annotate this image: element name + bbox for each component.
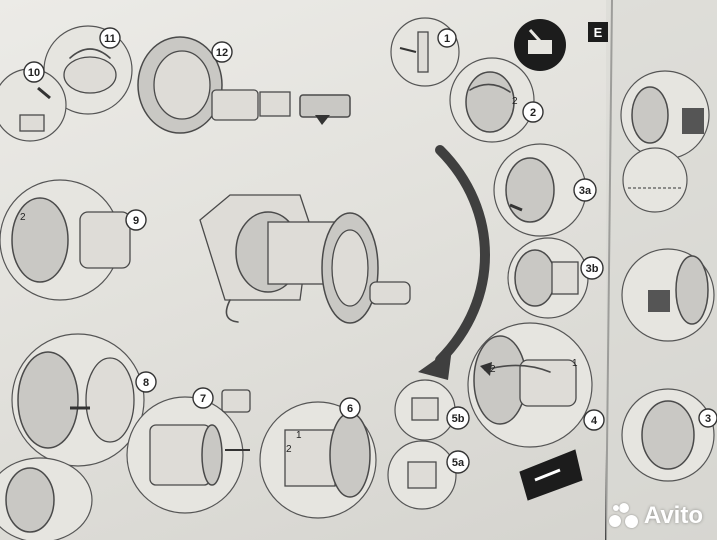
step-1-illustration xyxy=(390,17,460,87)
step-3a-illustration xyxy=(493,143,587,237)
svg-text:E: E xyxy=(594,25,603,40)
step-8-badge: 8 xyxy=(135,371,157,393)
step-2-illustration: 2 xyxy=(449,57,535,143)
svg-text:4: 4 xyxy=(591,415,598,427)
tool-icon xyxy=(514,19,566,71)
step-5a-illustration xyxy=(387,440,457,510)
svg-text:1: 1 xyxy=(444,33,450,45)
svg-text:10: 10 xyxy=(28,67,40,79)
juicer-center xyxy=(199,194,411,324)
svg-text:8: 8 xyxy=(143,377,149,389)
step-3a-badge: 3a xyxy=(573,178,597,202)
svg-text:2: 2 xyxy=(286,444,292,455)
svg-text:1: 1 xyxy=(296,430,302,441)
step-1-badge: 1 xyxy=(437,28,457,48)
step-9-illustration: 2 xyxy=(0,179,131,301)
step-6-badge: 6 xyxy=(339,397,361,419)
avito-watermark: Avito xyxy=(608,502,703,530)
side-step-3-badge: 3 xyxy=(698,408,717,428)
side-step-c xyxy=(621,248,715,342)
step-5b-illustration xyxy=(394,379,456,441)
side-step-d xyxy=(621,388,715,482)
svg-text:3: 3 xyxy=(705,413,711,425)
side-step-a xyxy=(620,70,710,160)
step-6-illustration: 1 2 xyxy=(259,401,377,519)
svg-text:11: 11 xyxy=(104,33,116,45)
step-7-illustration xyxy=(126,389,251,514)
svg-text:2: 2 xyxy=(20,212,26,223)
avito-logo-icon xyxy=(608,503,639,529)
step-12-illustration xyxy=(137,36,351,134)
svg-text:9: 9 xyxy=(133,215,139,227)
svg-text:12: 12 xyxy=(216,47,228,59)
step-10-badge: 10 xyxy=(23,61,45,83)
svg-text:7: 7 xyxy=(200,393,206,405)
svg-text:5b: 5b xyxy=(452,413,465,425)
step-11-badge: 11 xyxy=(99,27,121,49)
step-8-illustration xyxy=(11,333,145,467)
svg-text:3a: 3a xyxy=(579,185,592,197)
svg-text:6: 6 xyxy=(347,403,353,415)
step-3b-badge: 3b xyxy=(580,256,604,280)
step-12-badge: 12 xyxy=(211,41,233,63)
side-step-b xyxy=(622,147,688,213)
step-7-badge: 7 xyxy=(192,387,214,409)
svg-text:2: 2 xyxy=(530,107,536,119)
bottom-left-illustration xyxy=(0,457,93,540)
section-label: E xyxy=(588,22,608,42)
warning-icon xyxy=(519,449,583,501)
step-9-badge: 9 xyxy=(125,209,147,231)
step-4-badge: 4 xyxy=(583,409,605,431)
svg-text:5a: 5a xyxy=(452,457,465,469)
step-5b-badge: 5b xyxy=(446,406,470,430)
svg-text:2: 2 xyxy=(490,364,496,375)
svg-text:1: 1 xyxy=(572,358,578,369)
rotation-arrow xyxy=(418,145,490,380)
step-5a-badge: 5a xyxy=(446,450,470,474)
step-2-badge: 2 xyxy=(522,101,544,123)
step-3b-illustration xyxy=(507,237,589,319)
step-4-illustration: 2 1 xyxy=(467,322,593,448)
svg-text:3b: 3b xyxy=(586,263,599,275)
avito-wordmark: Avito xyxy=(643,502,703,529)
svg-text:2: 2 xyxy=(512,96,518,107)
